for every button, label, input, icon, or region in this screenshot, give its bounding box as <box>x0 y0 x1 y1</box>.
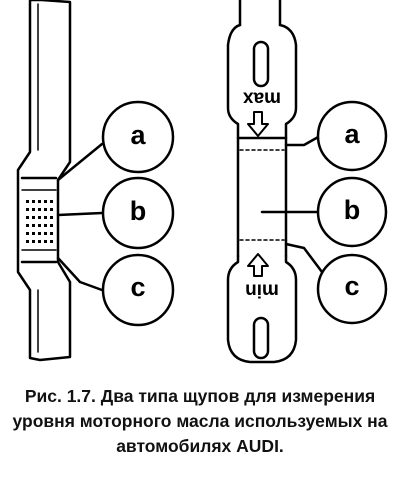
max-arrow-icon <box>247 111 269 137</box>
left-callout-c-circle <box>101 253 175 327</box>
right-dipstick-top-head <box>226 23 298 140</box>
right-dipstick <box>226 0 388 364</box>
right-top-slot <box>252 40 270 88</box>
left-leader-a <box>56 142 104 182</box>
right-callout-c: c <box>344 271 359 301</box>
right-callout-b: b <box>344 195 361 225</box>
left-callout-b-circle <box>101 176 175 250</box>
right-leader-a <box>284 134 322 147</box>
left-callout-a-circle <box>101 100 175 174</box>
right-callout-c-circle <box>316 253 388 325</box>
right-callout-a: a <box>344 119 360 149</box>
right-callout-b-circle <box>316 176 388 248</box>
left-callout-b: b <box>130 196 147 226</box>
right-callout-a-circle <box>316 100 388 172</box>
dipstick-diagram: a b c a b c max min <box>16 0 388 364</box>
left-leader-b <box>56 211 104 217</box>
left-callout-a: a <box>130 120 146 150</box>
figure-caption: Рис. 1.7. Два типа щупов для измерения у… <box>12 386 388 456</box>
left-dipstick-hatched-zone <box>26 200 53 243</box>
left-dipstick <box>16 0 175 362</box>
left-dipstick-rod <box>16 0 72 362</box>
left-callout-c: c <box>130 272 145 302</box>
max-label: max <box>243 88 281 109</box>
left-leader-c <box>56 256 104 292</box>
min-arrow-icon <box>247 253 269 277</box>
min-label: min <box>245 280 279 301</box>
right-dipstick-bottom-head <box>226 254 298 364</box>
right-bottom-slot <box>252 316 270 360</box>
right-leader-c <box>284 242 324 274</box>
